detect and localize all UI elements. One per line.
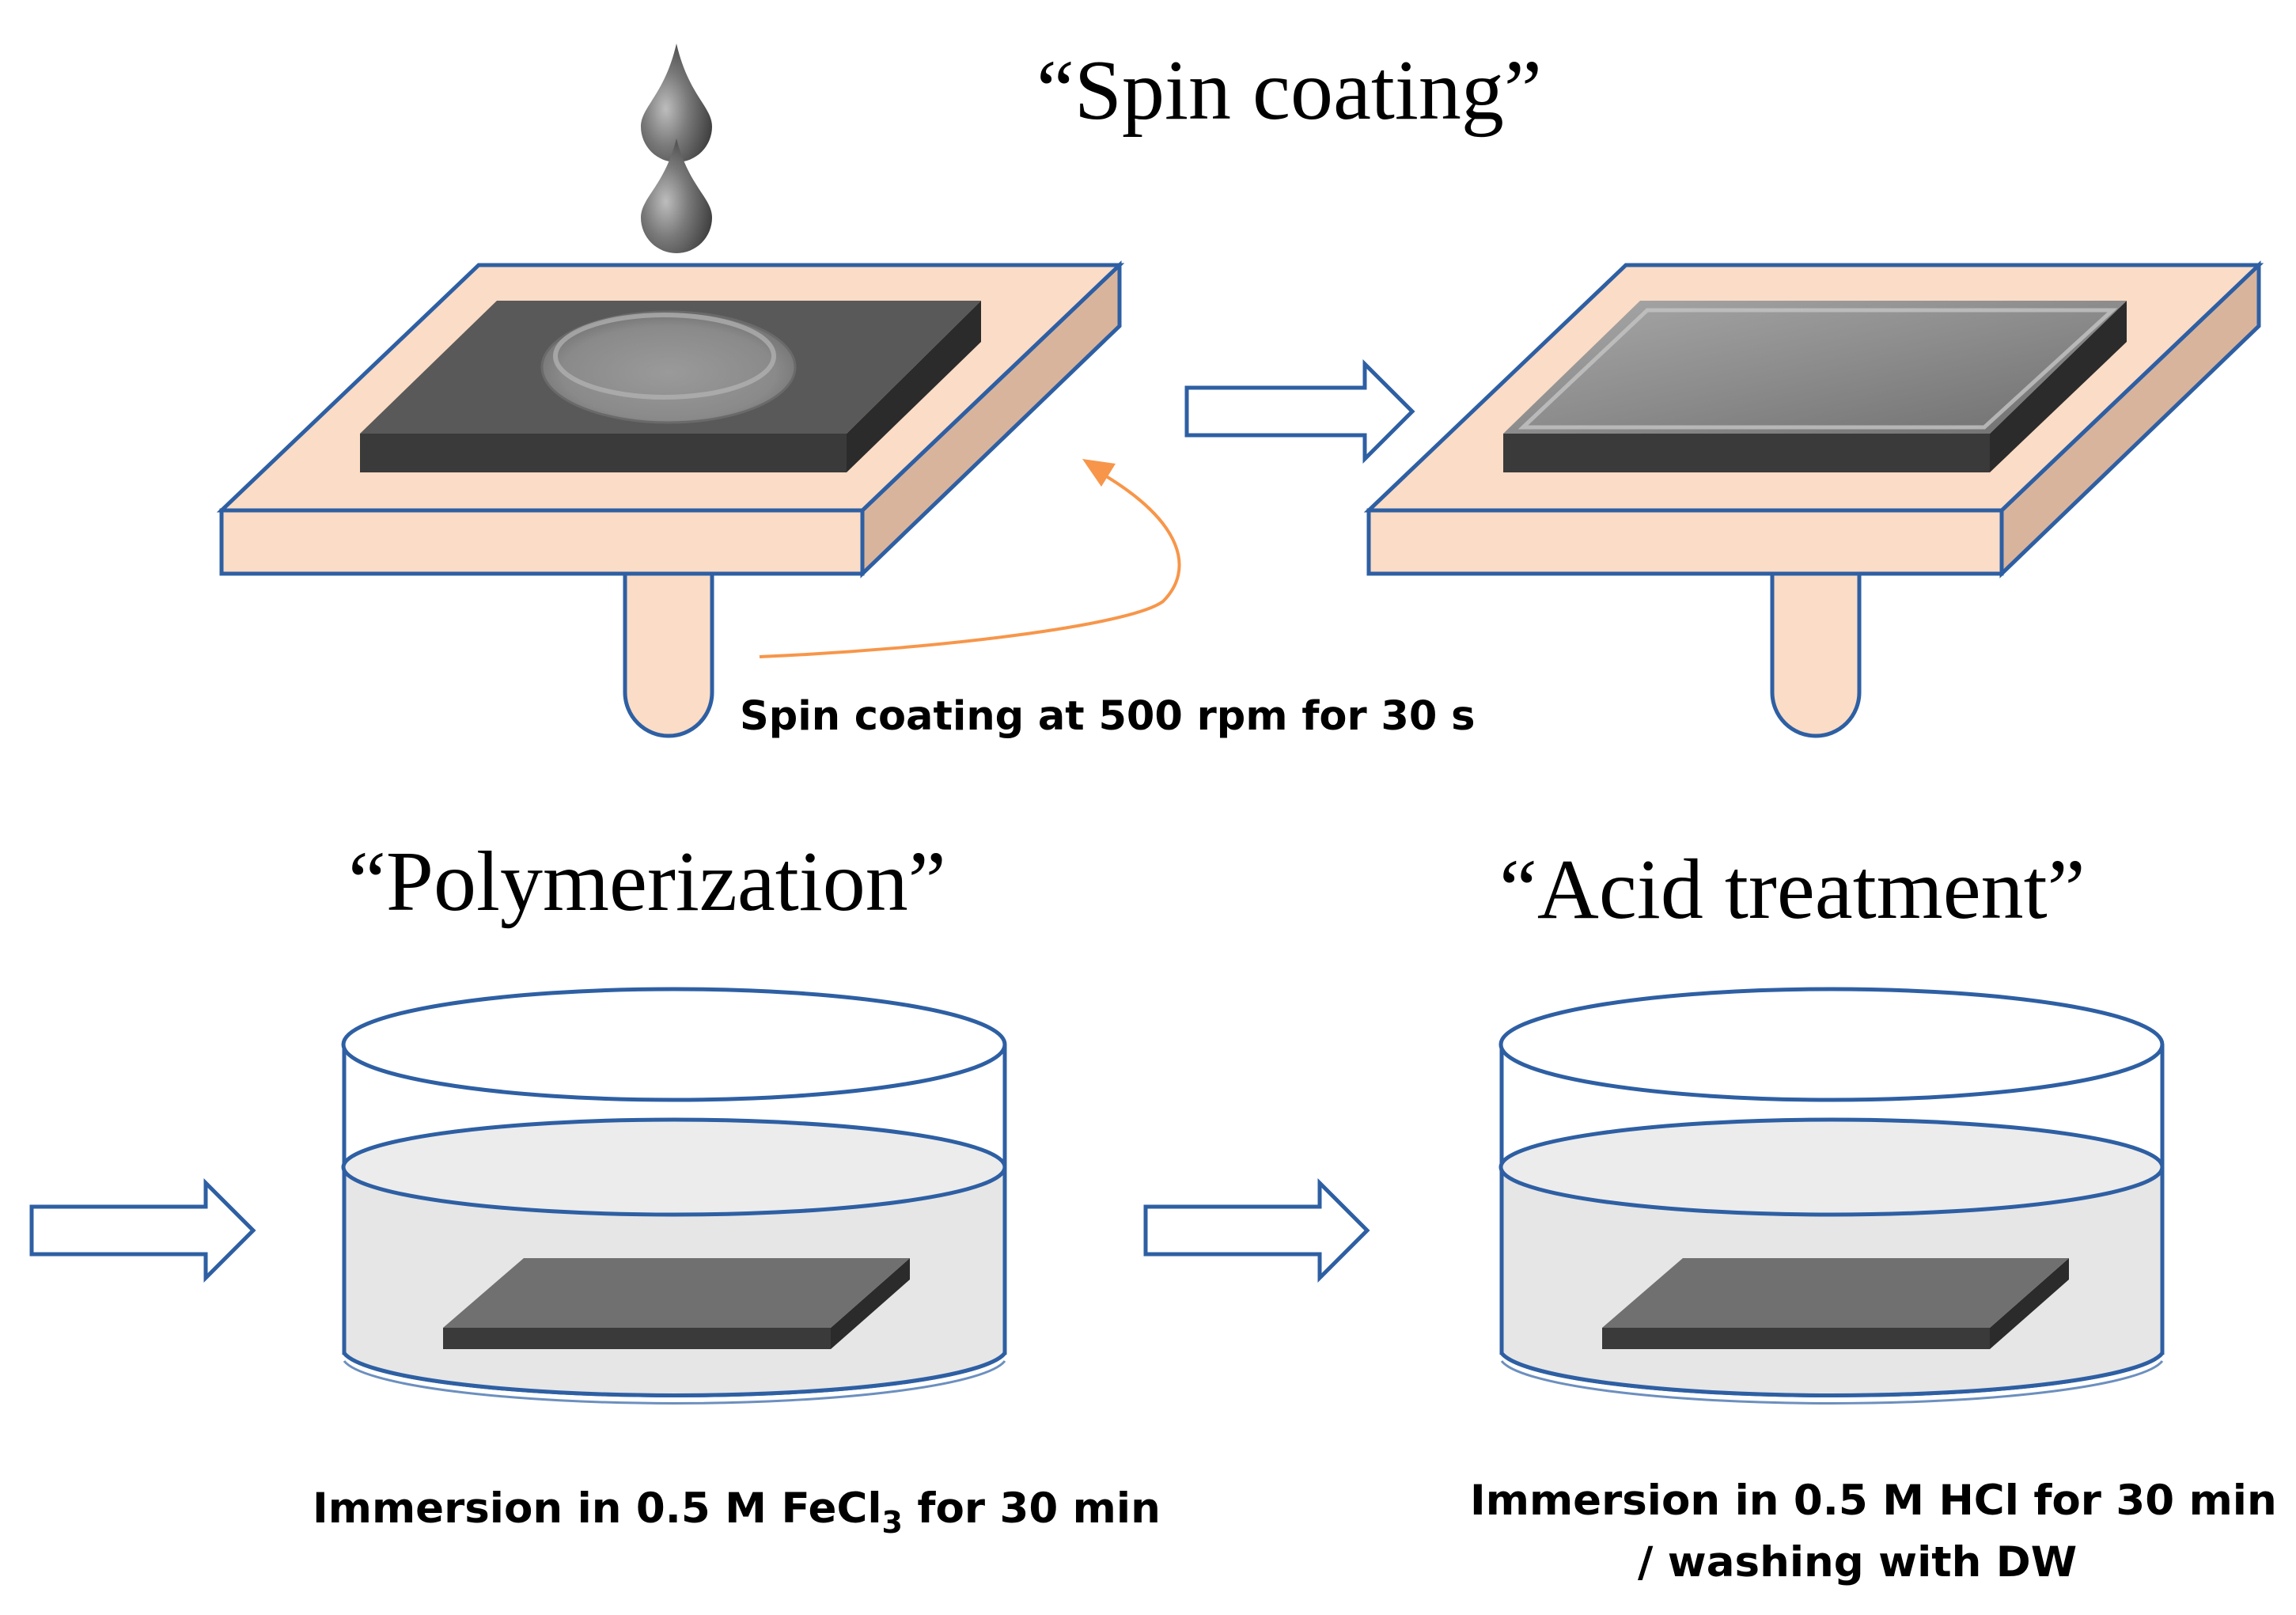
beaker-hcl [1498,987,2165,1405]
acid-treatment-caption-line2: / washing with DW [1638,1538,2077,1587]
beaker-rim [341,987,1007,1102]
spin-coating-caption: Spin coating at 500 rpm for 30 s [740,693,1475,740]
spin-coater-stem [1770,567,1862,738]
spin-coating-title: “Spin coating” [1036,44,1542,138]
process-arrow-icon [1184,358,1415,464]
solution-surface [1498,1117,2165,1217]
coated-substrate [1503,301,2127,472]
acid-treatment-caption-line1: Immersion in 0.5 M HCl for 30 min [1470,1477,2277,1525]
process-arrow-icon [1143,1177,1370,1283]
immersed-substrate [1602,1258,2069,1349]
process-arrow-icon [29,1177,256,1283]
solution-surface [341,1117,1007,1217]
spin-coater-before [216,260,1125,738]
beaker-fecl3 [341,987,1007,1405]
acid-treatment-title: “Acid treatment” [1499,843,2086,937]
spin-coater-after [1363,260,2264,738]
beaker-rim [1498,987,2165,1102]
droplet-icon [641,138,712,253]
droplet-icon [641,44,712,162]
spin-coater-stem [623,567,714,738]
immersed-substrate [443,1258,910,1349]
polymerization-title: “Polymerization” [348,835,946,929]
solution-puddle [540,310,797,424]
rotation-arrow-icon [759,459,1181,658]
polymerization-caption: Immersion in 0.5 M FeCl3 for 30 min [313,1484,1161,1540]
